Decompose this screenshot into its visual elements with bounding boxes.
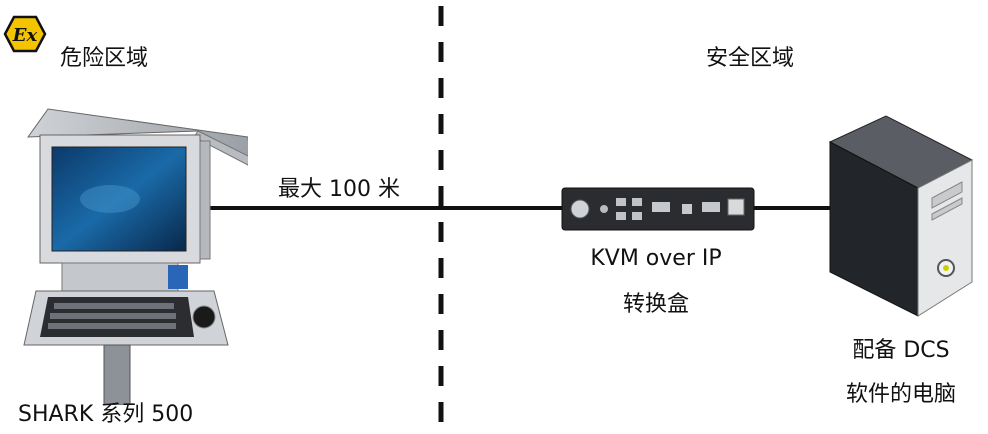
shark-workstation-image: [23, 108, 248, 405]
computer-label-line2: 软件的电脑: [845, 382, 956, 407]
safe-zone-title: 安全区域: [706, 46, 795, 71]
dcs-computer-tower-image: [828, 115, 974, 317]
workstation-label: SHARK 系列 500: [18, 402, 194, 427]
kvm-converter-box-image: [561, 187, 755, 231]
computer-label-line1: 配备 DCS: [852, 338, 950, 363]
distance-label: 最大 100 米: [278, 177, 400, 202]
converter-label-line2: 转换盒: [622, 292, 689, 317]
ex-badge-text: Ex: [12, 25, 38, 46]
ex-hazard-icon: Ex: [3, 14, 47, 54]
hazard-zone-title: 危险区域: [60, 46, 149, 71]
converter-label-line1: KVM over IP: [590, 246, 722, 271]
